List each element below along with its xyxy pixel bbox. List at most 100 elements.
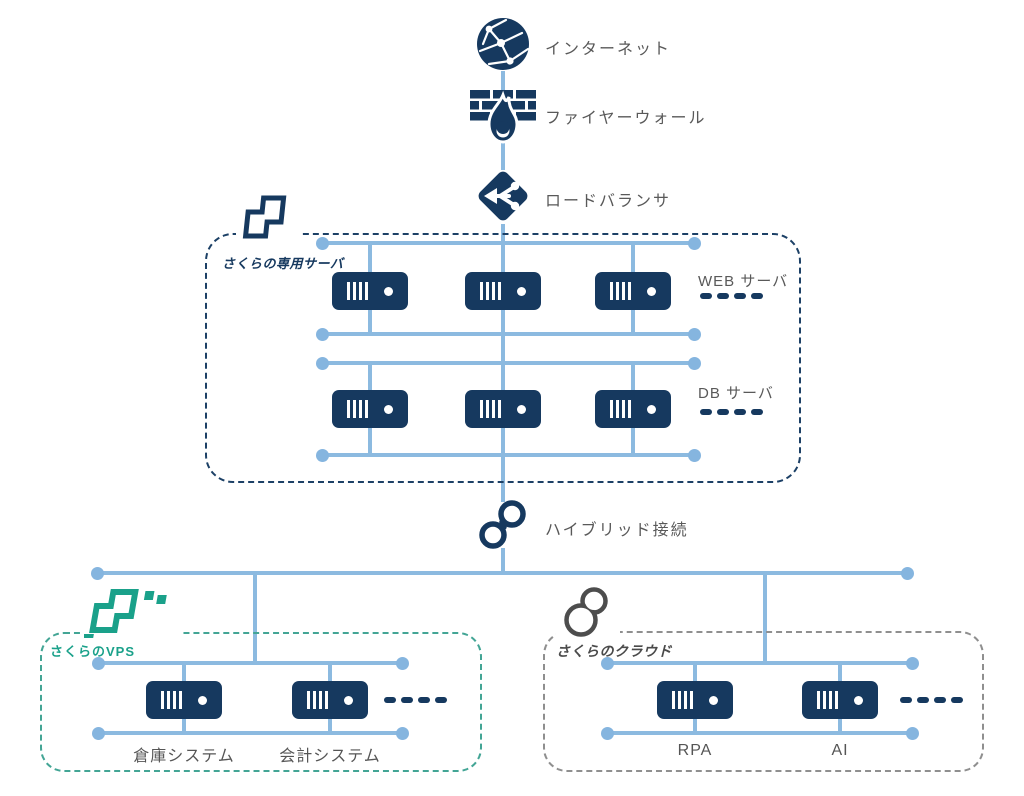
globe-internet-icon: [477, 18, 530, 70]
endpoint-dot: [688, 449, 701, 462]
endpoint-dot: [688, 357, 701, 370]
server-led: [647, 287, 656, 296]
server-bars: [610, 400, 631, 418]
connector-line: [631, 309, 635, 334]
server-bars: [817, 691, 838, 709]
connector-line: [328, 719, 332, 733]
server-led: [709, 696, 718, 705]
endpoint-dot: [906, 657, 919, 670]
endpoint-dot: [92, 727, 105, 740]
server-bars: [480, 282, 501, 300]
connector-line: [631, 428, 635, 455]
endpoint-dot: [901, 567, 914, 580]
sakura-dedicated-server-logo: [236, 192, 300, 252]
bus-line: [97, 571, 908, 575]
connector-line: [368, 243, 372, 273]
endpoint-dot: [396, 727, 409, 740]
vps-server-label: 倉庫システム: [133, 748, 235, 765]
internet-label: インターネット: [545, 41, 672, 58]
server-bars: [672, 691, 693, 709]
firewall-icon: [470, 90, 536, 144]
bus-line: [322, 241, 694, 245]
vps-server-icon: [292, 681, 368, 719]
firewall-label: ファイヤーウォール: [545, 110, 707, 127]
server-bars: [307, 691, 328, 709]
connector-line: [501, 141, 505, 170]
endpoint-dot: [316, 357, 329, 370]
connector-line: [368, 363, 372, 391]
connector-line: [693, 719, 697, 733]
server-led: [647, 405, 656, 414]
server-led: [854, 696, 863, 705]
endpoint-dot: [92, 657, 105, 670]
connector-line: [763, 573, 767, 665]
cloud-server-label: RPA: [677, 742, 713, 759]
server-led: [384, 405, 393, 414]
cloud-brand-label: さくらのクラウド: [556, 643, 672, 659]
connector-line: [368, 309, 372, 334]
endpoint-dot: [396, 657, 409, 670]
bus-line: [322, 332, 694, 336]
db-server-row-label: DB サーバ: [698, 385, 774, 402]
connector-line: [838, 663, 842, 681]
more-servers-ellipsis: [384, 697, 447, 703]
db-server-icon: [332, 390, 408, 428]
endpoint-dot: [688, 328, 701, 341]
web-server-row-label: WEB サーバ: [698, 273, 789, 290]
dedicated-server-brand-label: さくらの専用サーバ: [222, 256, 344, 271]
vps-brand-label: さくらのVPS: [50, 644, 136, 659]
server-bars: [347, 400, 368, 418]
connector-line: [253, 573, 257, 665]
bus-line: [98, 731, 403, 735]
bus-line: [608, 661, 913, 665]
connector-line: [368, 428, 372, 455]
server-bars: [161, 691, 182, 709]
server-led: [517, 405, 526, 414]
endpoint-dot: [91, 567, 104, 580]
endpoint-dot: [688, 237, 701, 250]
endpoint-dot: [601, 727, 614, 740]
vps-server-icon: [146, 681, 222, 719]
server-bars: [480, 400, 501, 418]
server-led: [344, 696, 353, 705]
server-led: [517, 287, 526, 296]
server-led: [198, 696, 207, 705]
connector-line: [501, 548, 505, 575]
hybrid-connect-label: ハイブリッド接続: [545, 522, 689, 539]
bus-line: [98, 661, 403, 665]
endpoint-dot: [906, 727, 919, 740]
bus-line: [322, 453, 694, 457]
bus-line: [608, 731, 913, 735]
load-balancer-label: ロードバランサ: [545, 193, 672, 210]
more-servers-ellipsis: [700, 293, 763, 299]
db-server-icon: [465, 390, 541, 428]
connector-line: [693, 663, 697, 681]
endpoint-dot: [316, 449, 329, 462]
connector-line: [838, 719, 842, 733]
server-bars: [347, 282, 368, 300]
db-server-icon: [595, 390, 671, 428]
connector-line: [328, 663, 332, 681]
connector-line: [631, 363, 635, 391]
web-server-icon: [465, 272, 541, 310]
web-server-icon: [595, 272, 671, 310]
load-balancer-icon: [478, 171, 528, 221]
dedicated-server-group-box: [205, 233, 801, 483]
endpoint-dot: [601, 657, 614, 670]
bus-line: [322, 361, 694, 365]
connector-line: [631, 243, 635, 273]
vps-group-box: [40, 632, 482, 772]
connector-line: [182, 663, 186, 681]
server-led: [384, 287, 393, 296]
more-servers-ellipsis: [900, 697, 963, 703]
connector-line: [501, 71, 505, 93]
web-server-icon: [332, 272, 408, 310]
hybrid-connect-icon: [479, 500, 526, 549]
cloud-server-icon: [657, 681, 733, 719]
endpoint-dot: [316, 237, 329, 250]
vps-server-label: 会計システム: [279, 748, 381, 765]
cloud-server-label: AI: [831, 742, 849, 759]
more-servers-ellipsis: [700, 409, 763, 415]
cloud-server-icon: [802, 681, 878, 719]
